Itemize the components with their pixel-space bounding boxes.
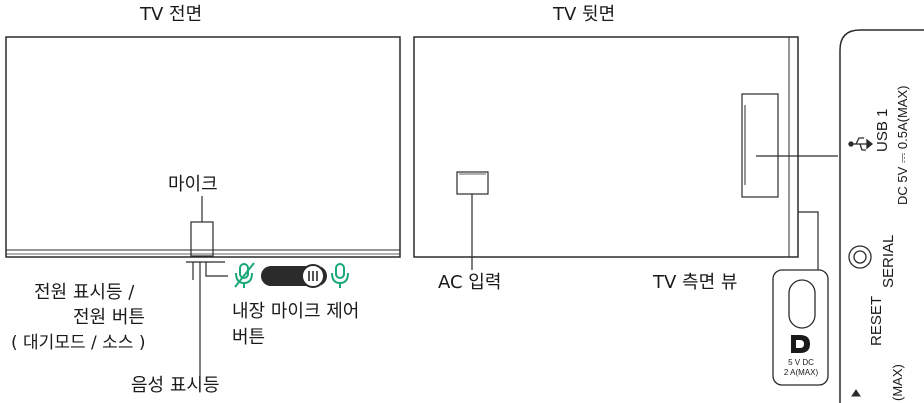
back-leader-lines: [471, 155, 838, 270]
front-leader-lines: [192, 262, 228, 376]
serial-port: [848, 245, 872, 269]
mic-on-icon: [331, 263, 349, 288]
back-title: TV 뒷면: [553, 4, 616, 25]
serial-label: SERIAL: [880, 234, 897, 288]
bottom-spec-label: (MAX): [890, 364, 905, 401]
ac-input-label: AC 입력: [438, 272, 502, 293]
usb-icon: [848, 137, 874, 151]
mic-label: 마이크: [168, 174, 218, 195]
displayport-icon: [791, 335, 810, 353]
bottom-arrow-icon: [851, 389, 861, 397]
usb-port-label: USB 1: [874, 108, 891, 152]
dp-spec-line2: 2 A(MAX): [783, 368, 819, 377]
tv-front-outline: [5, 36, 401, 258]
mic-switch-graphic: [234, 262, 349, 288]
front-title: TV 전면: [140, 4, 203, 25]
mic-control-label-2: 버튼: [232, 327, 266, 348]
power-mode-label: ( 대기모드 / 소스 ): [11, 333, 146, 353]
side-view-port-box: [772, 269, 829, 386]
tv-back-outline: [413, 36, 799, 258]
power-indicator-label: 전원 표시등 /: [34, 282, 135, 303]
mic-off-icon: [234, 262, 255, 288]
mic-control-label: 내장 마이크 제어: [232, 301, 360, 322]
side-panel-outline: [839, 29, 924, 403]
dp-spec-line1: 5 V DC: [788, 358, 814, 367]
power-button-label: 전원 버튼: [73, 307, 145, 328]
side-view-label: TV 측면 뷰: [653, 272, 738, 293]
mic-module: [186, 196, 225, 263]
reset-label: RESET: [868, 295, 885, 346]
sound-indicator-label: 음성 표시등: [131, 375, 220, 396]
usb-spec-label: DC 5V ⎓ 0.5A(MAX): [895, 85, 910, 205]
